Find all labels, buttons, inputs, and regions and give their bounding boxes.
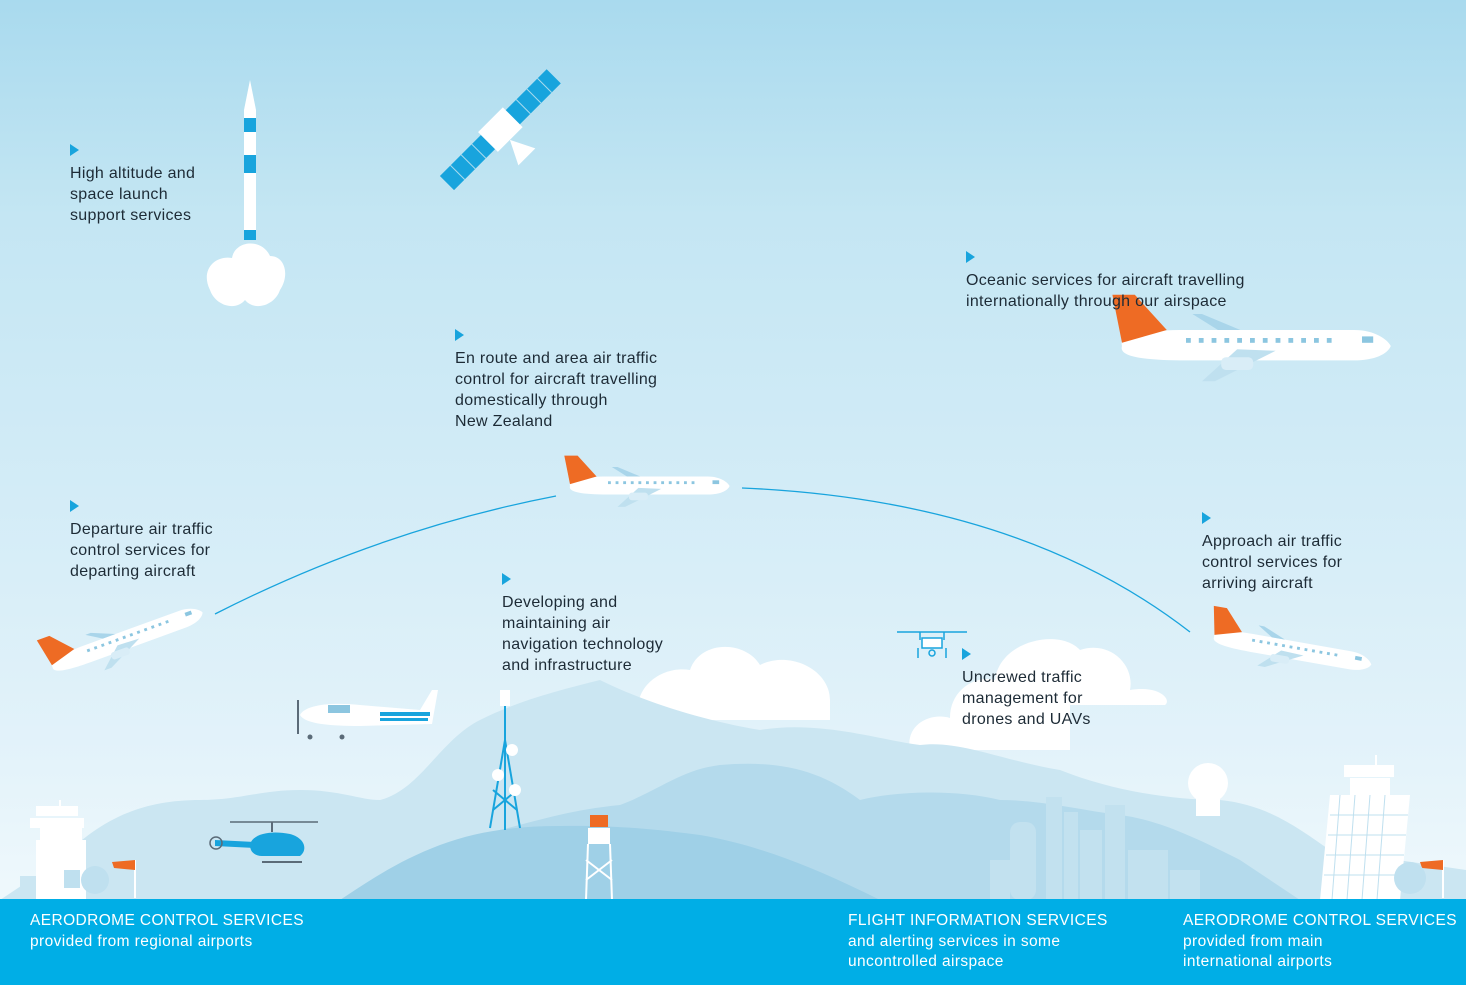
footer-regional-aerodrome: AERODROME CONTROL SERVICES provided from… xyxy=(30,912,304,950)
departure-flight-path xyxy=(214,495,557,615)
radar-dome-icon xyxy=(1188,763,1228,816)
label-departure: Departure air traffic control services f… xyxy=(70,500,213,582)
control-tower-icon xyxy=(20,800,109,900)
pointer-triangle-icon xyxy=(966,251,975,263)
cloud-icon xyxy=(909,639,1167,750)
pointer-triangle-icon xyxy=(502,573,511,585)
label-high-altitude: High altitude and space launch support s… xyxy=(70,144,195,226)
footer-band: AERODROME CONTROL SERVICES provided from… xyxy=(0,899,1466,985)
control-tower-icon xyxy=(1320,755,1426,901)
pointer-triangle-icon xyxy=(455,329,464,341)
windsock-icon xyxy=(1420,860,1444,898)
rocket-icon xyxy=(244,80,256,240)
pointer-triangle-icon xyxy=(1202,512,1211,524)
city-skyline xyxy=(990,797,1200,900)
satellite-icon xyxy=(439,69,561,191)
pointer-triangle-icon xyxy=(70,500,79,512)
cloud-icon xyxy=(638,646,830,720)
approach-flight-path xyxy=(741,487,1191,633)
label-uncrewed: Uncrewed traffic management for drones a… xyxy=(962,648,1091,730)
comms-tower-icon xyxy=(489,690,521,830)
label-en-route: En route and area air traffic control fo… xyxy=(455,329,657,432)
drone-icon xyxy=(897,631,967,658)
label-developing: Developing and maintaining air navigatio… xyxy=(502,573,663,676)
pointer-triangle-icon xyxy=(962,648,971,660)
windsock-icon xyxy=(112,860,136,898)
label-oceanic: Oceanic services for aircraft travelling… xyxy=(966,251,1245,312)
cloud-icon xyxy=(206,243,286,307)
airliner-icon xyxy=(36,583,210,689)
comms-tower-icon xyxy=(585,815,613,901)
light-aircraft-icon xyxy=(297,690,438,740)
footer-flight-information: FLIGHT INFORMATION SERVICES and alerting… xyxy=(848,912,1108,970)
pointer-triangle-icon xyxy=(70,144,79,156)
airliner-icon xyxy=(1204,605,1377,686)
airliner-icon xyxy=(564,455,730,507)
footer-main-aerodrome: AERODROME CONTROL SERVICES provided from… xyxy=(1183,912,1457,970)
helicopter-icon xyxy=(209,821,318,863)
label-approach: Approach air traffic control services fo… xyxy=(1202,512,1342,594)
